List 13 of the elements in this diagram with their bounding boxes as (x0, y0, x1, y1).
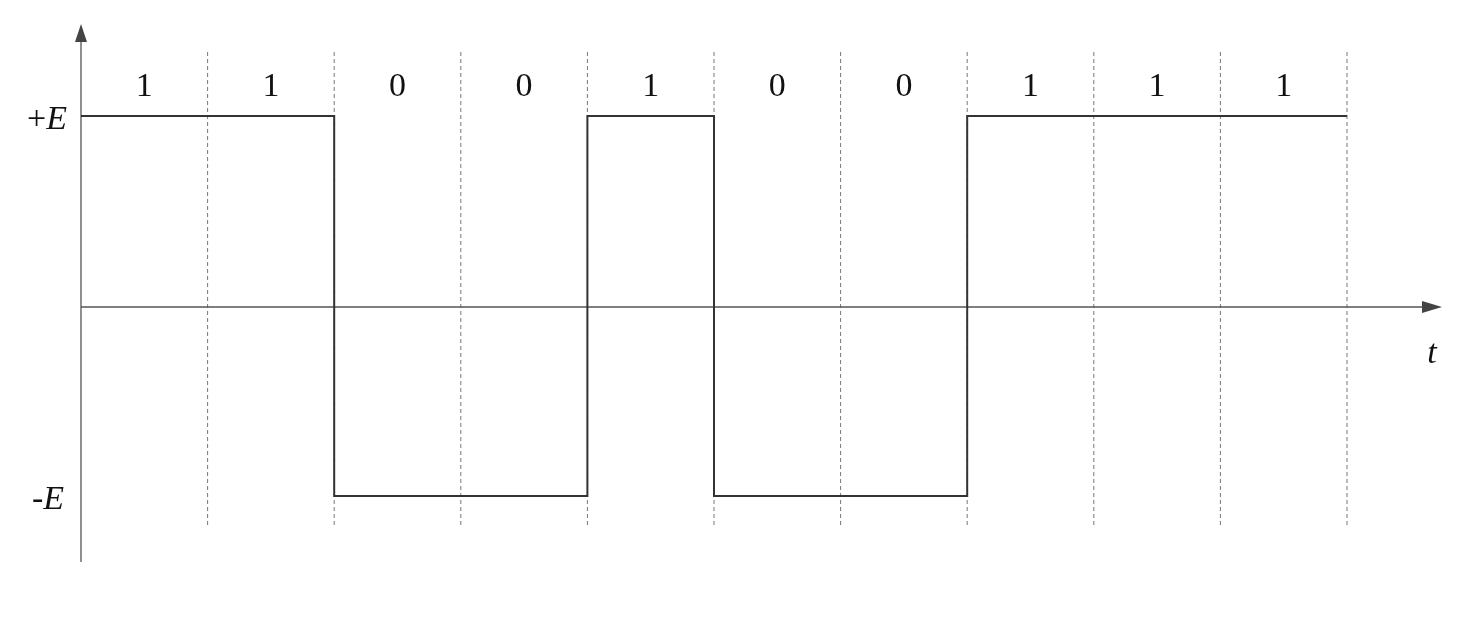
bit-value: 0 (895, 68, 913, 102)
axis-label: t (1427, 335, 1437, 369)
bit-value: 1 (642, 68, 660, 102)
bit-value: 1 (1148, 68, 1166, 102)
bit-value: 0 (389, 68, 406, 102)
bit-value: 0 (515, 68, 533, 102)
level-label: +E (27, 101, 67, 135)
bit-value: 1 (1275, 68, 1293, 102)
bit-value: 1 (262, 68, 280, 102)
bit-value: 1 (1022, 68, 1039, 102)
level-label: -E (31, 481, 65, 515)
bit-value: 0 (768, 68, 786, 102)
bit-value: 1 (135, 68, 153, 102)
